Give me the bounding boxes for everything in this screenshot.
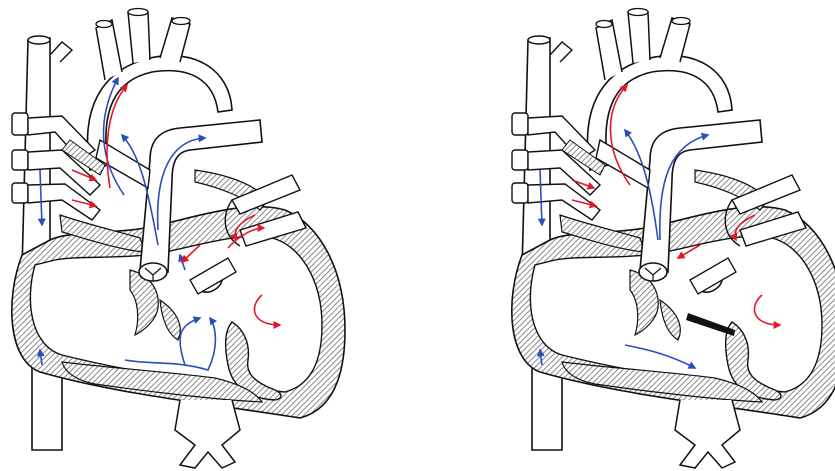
right-heart-diagram (512, 9, 835, 469)
left-heart-diagram (12, 9, 345, 469)
